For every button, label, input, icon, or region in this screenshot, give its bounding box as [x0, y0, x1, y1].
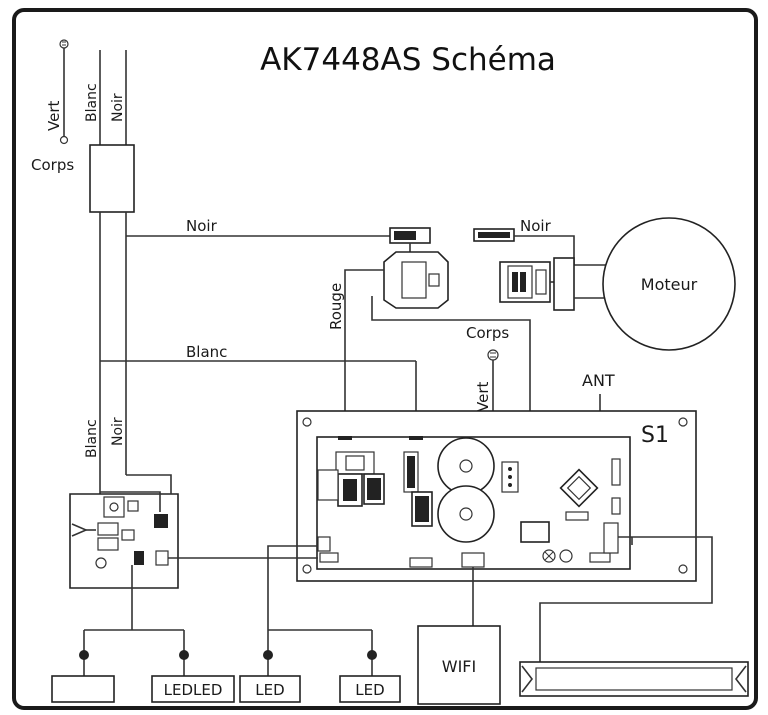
label-blanc-low: Blanc	[84, 419, 100, 458]
antenna-label: ANT	[582, 371, 615, 390]
label-vert-mid: Vert	[474, 382, 492, 412]
wire-blanc-to-module	[100, 491, 161, 512]
control-module	[69, 493, 179, 589]
wire-rouge	[344, 269, 384, 440]
wire-noir-to-module	[126, 474, 172, 494]
label-noir-low: Noir	[110, 417, 126, 446]
mains-cable	[89, 50, 135, 508]
ground-wire-left	[59, 39, 69, 145]
diagram-title: AK7448AS Schéma	[260, 42, 556, 78]
label-vert-left: Vert	[45, 101, 63, 131]
cable-clamp	[89, 144, 135, 213]
led-3-label: LED	[255, 681, 284, 699]
display-bar	[519, 661, 749, 697]
led-4	[339, 675, 401, 703]
led-2	[151, 675, 235, 703]
label-noir-h: Noir	[186, 217, 218, 235]
label-noir-motor: Noir	[520, 217, 552, 235]
board-components	[317, 437, 621, 568]
wire-board-to-display	[539, 536, 713, 662]
plug-connector-top	[389, 227, 431, 255]
board-label: S1	[641, 423, 669, 448]
wifi-label: WIFI	[442, 657, 476, 676]
motor	[602, 217, 736, 351]
label-rouge: Rouge	[327, 283, 345, 330]
wire-noir-motor	[514, 235, 614, 266]
motor-connector	[499, 257, 575, 311]
led-1	[51, 675, 115, 703]
plug-connector-main	[383, 251, 449, 309]
motor-plug-top	[473, 228, 515, 242]
label-corps-mid: Corps	[466, 324, 509, 342]
label-noir-top: Noir	[110, 93, 126, 122]
label-blanc-top: Blanc	[84, 83, 100, 122]
label-corps-left: Corps	[31, 156, 74, 174]
outer-frame	[12, 8, 758, 710]
led-4-label: LED	[355, 681, 384, 699]
led-2-label: LEDLED	[164, 681, 223, 699]
wifi-module	[417, 625, 501, 705]
label-blanc-h: Blanc	[186, 343, 227, 361]
motor-label: Moteur	[641, 275, 698, 294]
led-3	[239, 675, 301, 703]
